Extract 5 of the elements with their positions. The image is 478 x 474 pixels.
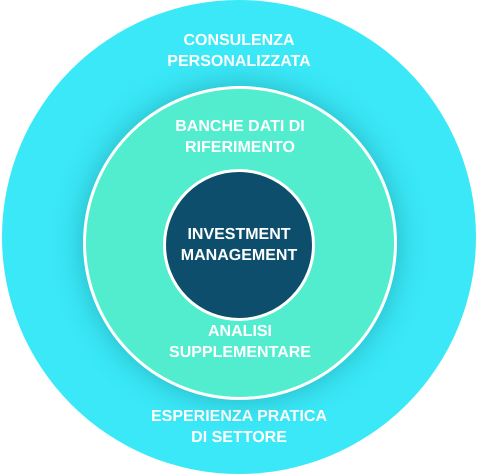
circle-label: CONSULENZA PERSONALIZZATA: [166, 31, 312, 72]
circle-label: ESPERIENZA PRATICA DI SETTORE: [150, 407, 328, 448]
circle-label: BANCHE DATI DI RIFERIMENTO: [174, 117, 306, 158]
circle-label: INVESTMENT MANAGEMENT: [180, 225, 298, 266]
circle-label: ANALISI SUPPLEMENTARE: [168, 322, 312, 363]
